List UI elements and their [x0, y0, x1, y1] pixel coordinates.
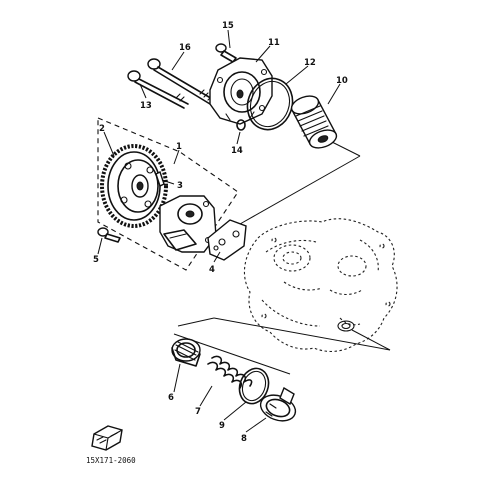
callout-14: 14: [231, 146, 243, 156]
crankcase-outline: [243, 218, 398, 353]
callout-6: 6: [168, 393, 174, 403]
connector-lines: [173, 135, 391, 375]
spring-7: [207, 355, 253, 389]
oil-filter-element-10: [290, 95, 338, 149]
assembly-1-dashed-box: [97, 117, 239, 271]
callout-7: 7: [195, 407, 201, 417]
o-ring-12: [246, 77, 294, 131]
strainer-6: [171, 338, 201, 367]
small-o-ring-14: [236, 119, 246, 131]
callout-2: 2: [99, 124, 105, 134]
callout-9: 9: [219, 421, 225, 431]
drain-plug-8: [259, 386, 297, 422]
screw-5: [97, 227, 121, 243]
pump-gasket-4: [207, 219, 247, 261]
small-bolt-15: [215, 43, 237, 63]
callout-4: 4: [209, 265, 215, 275]
callout-labels: 1 2 3 4 5 6 7 8 9 10 11 12 13 14 15 16: [93, 21, 348, 444]
callout-15: 15: [222, 21, 234, 31]
callout-10: 10: [336, 76, 348, 86]
callout-3: 3: [177, 181, 183, 191]
dowel-pin-3: [155, 171, 165, 187]
long-bolt-16: [147, 58, 215, 105]
callout-11: 11: [268, 38, 280, 48]
reference-code: 15X171-2060: [86, 456, 136, 465]
callout-8: 8: [241, 434, 247, 444]
callout-13: 13: [140, 101, 152, 111]
oil-pump-body: [159, 195, 217, 253]
callout-5: 5: [93, 255, 99, 265]
filter-cover-11: [209, 57, 273, 125]
callout-12: 12: [304, 58, 316, 68]
o-ring-9: [238, 367, 270, 405]
bolt-13: [127, 70, 189, 109]
part-leaders: [97, 29, 341, 433]
callout-16: 16: [179, 43, 191, 53]
oil-pump-gear-2: [100, 144, 168, 228]
callout-1: 1: [176, 142, 182, 152]
manual-book-icon: [91, 425, 123, 451]
